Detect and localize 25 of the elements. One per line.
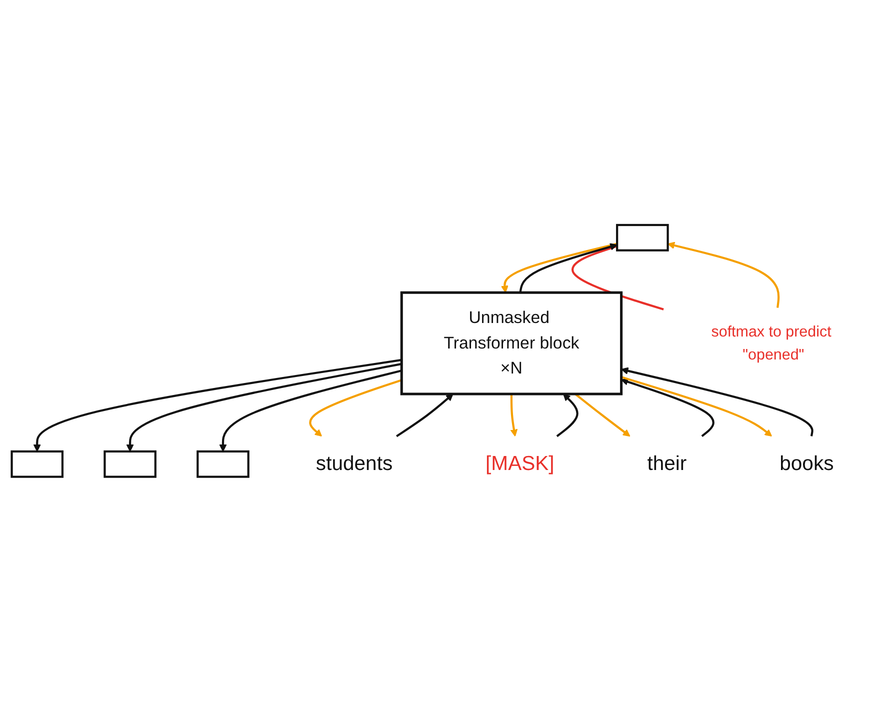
arrow (510, 394, 518, 437)
arrow (396, 394, 454, 438)
node-bar (10, 450, 64, 478)
arrow (126, 362, 402, 452)
node-bar (616, 224, 669, 252)
node-text: softmax to predict "opened" (711, 323, 832, 363)
node-text: their (647, 452, 687, 476)
arrow (501, 242, 618, 293)
arrow (219, 370, 402, 452)
arrow (667, 242, 780, 308)
node-box: Unmasked Transformer block ×N (400, 291, 623, 396)
node-bar (104, 450, 156, 478)
arrow (620, 367, 814, 436)
node-text: books (780, 452, 834, 476)
node-bar (196, 450, 250, 478)
arrow (33, 358, 402, 452)
arrow (621, 376, 772, 437)
node-text: [MASK] (486, 452, 554, 476)
arrow (309, 379, 402, 437)
arrow (556, 394, 578, 438)
connector (572, 245, 664, 310)
arrow (519, 243, 618, 293)
arrow (620, 378, 714, 438)
node-text: students (316, 452, 393, 476)
arrow (574, 393, 630, 437)
